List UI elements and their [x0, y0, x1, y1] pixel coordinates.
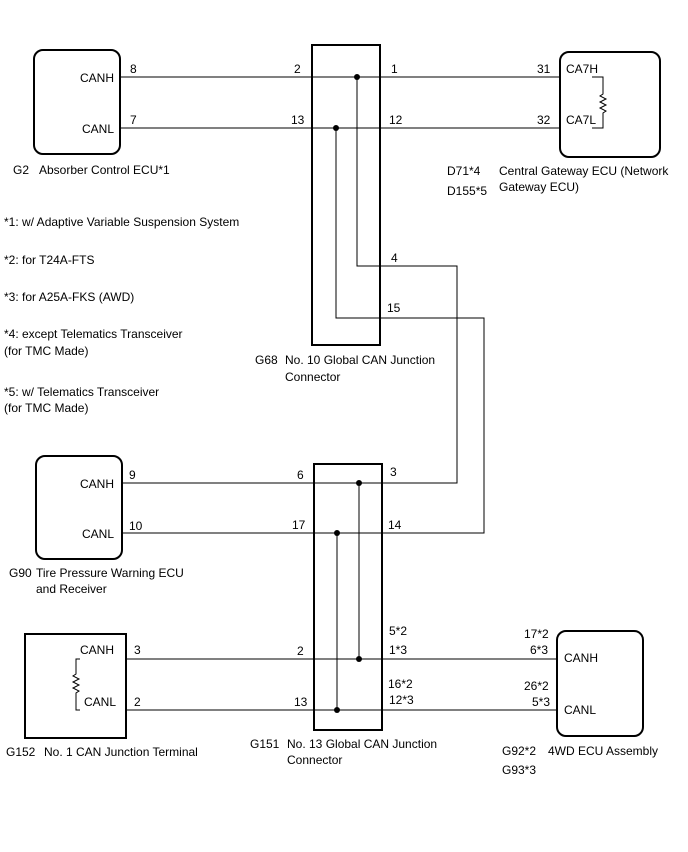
g68-name-1: No. 10 Global CAN Junction	[285, 353, 435, 367]
footnote-2: *2: for T24A-FTS	[4, 253, 95, 267]
wires	[120, 76, 560, 711]
absorber-ecu-box	[33, 49, 121, 155]
g151-splice-1	[356, 480, 362, 486]
pin-gateway-32: 32	[537, 113, 551, 127]
g151-junction-connector	[313, 463, 383, 731]
wire-g68-pin15-to-g151-pin14	[380, 317, 485, 534]
tpms-canl-label: CANL	[82, 527, 114, 541]
pin-gateway-31: 31	[537, 62, 551, 76]
g151-splice-2	[334, 530, 340, 536]
pin-g151-12: 12*3	[389, 693, 414, 707]
gateway-ca7h-label: CA7H	[566, 62, 598, 76]
g68-branch-canl	[335, 128, 380, 319]
g151-splice-3	[356, 656, 362, 662]
can-terminal-box	[24, 633, 127, 739]
g68-branch-canh	[356, 77, 380, 267]
footnote-5-line-2: (for TMC Made)	[4, 401, 89, 415]
absorber-canl-label: CANL	[82, 122, 114, 136]
gateway-id-a: D71*4	[447, 164, 481, 178]
pin-g151-1: 1*3	[389, 643, 407, 657]
g68-internal-wiring	[312, 74, 380, 319]
tpms-ecu-box	[35, 455, 123, 560]
gateway-name-1: Central Gateway ECU (Network	[499, 164, 669, 178]
g68-id: G68	[255, 353, 278, 367]
terminal-resistor-icon	[71, 658, 81, 711]
pin-g151-6: 6	[297, 468, 304, 482]
fourwd-canh-label: CANH	[564, 651, 598, 665]
pin-g151-14: 14	[388, 518, 402, 532]
g151-id: G151	[250, 737, 280, 751]
pin-g68-1: 1	[391, 62, 398, 76]
fourwd-ecu-box	[556, 630, 644, 737]
g151-name-1: No. 13 Global CAN Junction	[287, 737, 437, 751]
g151-internal-wiring	[314, 480, 382, 713]
pin-g68-4: 4	[391, 251, 398, 265]
pin-g68-15: 15	[387, 301, 401, 315]
pin-4wd-17: 17*2	[524, 627, 549, 641]
wire-g68-pin4-to-g151-pin3	[380, 265, 458, 484]
pin-g151-3: 3	[390, 465, 397, 479]
fourwd-canl-label: CANL	[564, 703, 596, 717]
pin-g68-2: 2	[294, 62, 301, 76]
pin-tpms-10: 10	[129, 519, 143, 533]
pin-g151-5: 5*2	[389, 624, 407, 638]
footnote-1: *1: w/ Adaptive Variable Suspension Syst…	[4, 215, 240, 229]
g151-name-2: Connector	[287, 753, 342, 767]
footnote-4-line-2: (for TMC Made)	[4, 344, 89, 358]
terminal-canh-label: CANH	[80, 643, 114, 657]
fourwd-id-a: G92*2	[502, 744, 536, 758]
pin-tpms-9: 9	[129, 468, 136, 482]
gateway-resistor-icon	[592, 76, 608, 129]
pin-absorber-8: 8	[130, 62, 137, 76]
absorber-name: Absorber Control ECU*1	[39, 163, 170, 177]
absorber-id: G2	[13, 163, 29, 177]
footnote-4-line-1: *4: except Telematics Transceiver	[4, 327, 183, 341]
pin-g68-12: 12	[389, 113, 403, 127]
footnote-3: *3: for A25A-FKS (AWD)	[4, 290, 135, 304]
terminal-canl-label: CANL	[84, 695, 116, 709]
tpms-name-2: and Receiver	[36, 582, 107, 596]
pin-4wd-26: 26*2	[524, 679, 549, 693]
pin-g151-13: 13	[294, 695, 308, 709]
g151-splice-4	[334, 707, 340, 713]
pin-4wd-6: 6*3	[530, 643, 548, 657]
gateway-id-b: D155*5	[447, 184, 487, 198]
gateway-name-2: Gateway ECU)	[499, 180, 579, 194]
pin-absorber-7: 7	[130, 113, 137, 127]
footnote-5-line-1: *5: w/ Telematics Transceiver	[4, 385, 160, 399]
tpms-id: G90	[9, 566, 32, 580]
g68-junction-connector	[311, 44, 381, 346]
tpms-name-1: Tire Pressure Warning ECU	[36, 566, 184, 580]
fourwd-id-b: G93*3	[502, 763, 536, 777]
pin-g151-17: 17	[292, 518, 306, 532]
pin-terminal-3: 3	[134, 643, 141, 657]
absorber-canh-label: CANH	[80, 71, 114, 85]
fourwd-name: 4WD ECU Assembly	[548, 744, 658, 758]
pin-terminal-2: 2	[134, 695, 141, 709]
g68-splice-canh	[354, 74, 360, 80]
g68-name-2: Connector	[285, 370, 340, 384]
gateway-ca7l-label: CA7L	[566, 113, 596, 127]
pin-g151-2: 2	[297, 644, 304, 658]
terminal-name: No. 1 CAN Junction Terminal	[44, 745, 198, 759]
tpms-canh-label: CANH	[80, 477, 114, 491]
pin-g68-13: 13	[291, 113, 305, 127]
pin-g151-16: 16*2	[388, 677, 413, 691]
gateway-ecu-box	[559, 51, 661, 158]
terminal-id: G152	[6, 745, 36, 759]
g68-splice-canl	[333, 125, 339, 131]
pin-4wd-5: 5*3	[532, 695, 550, 709]
